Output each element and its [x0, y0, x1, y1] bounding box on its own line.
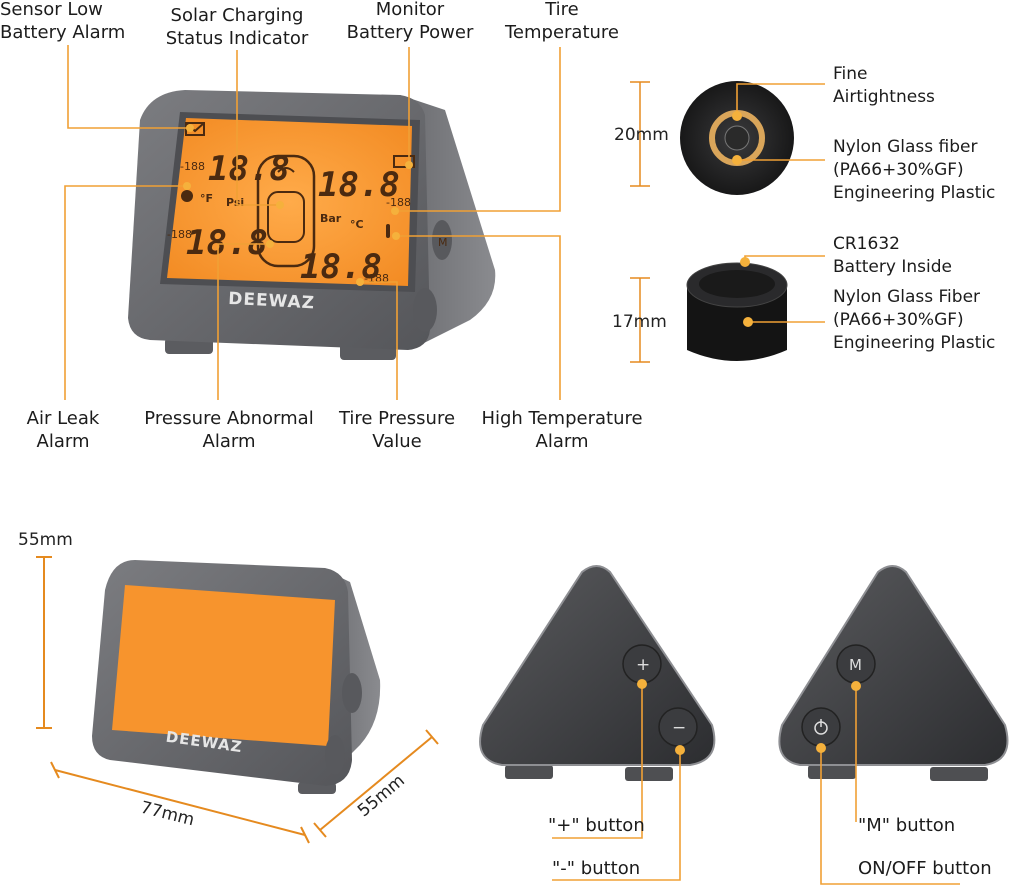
- lcd-digits-rl: 18.8: [186, 223, 268, 263]
- lcd-small-1: -188: [180, 160, 205, 173]
- plus-glyph: +: [636, 655, 650, 675]
- label-monitor-battery: Monitor Battery Power: [346, 0, 474, 43]
- callout-dots: [183, 111, 861, 755]
- lcd-small-2: -188: [386, 196, 411, 209]
- label-material-side: Nylon Glass Fiber (PA66+30%GF) Engineeri…: [833, 287, 996, 353]
- side-view-plus-minus: + −: [479, 565, 716, 781]
- label-material-top: Nylon Glass fiber (PA66+30%GF) Engineeri…: [833, 137, 996, 203]
- lcd-unit-bar: Bar: [320, 212, 342, 225]
- side-m-glyph: M: [438, 236, 448, 249]
- label-onoff-button: ON/OFF button: [858, 858, 992, 879]
- side-view-m-onoff: M: [778, 565, 1009, 781]
- label-air-leak: Air Leak Alarm: [26, 408, 100, 452]
- m-glyph: M: [849, 656, 862, 674]
- label-m-button: "M" button: [858, 815, 956, 836]
- label-tire-pressure-value: Tire Pressure Value: [338, 408, 456, 452]
- lcd-unit-psi: Psi: [226, 196, 244, 209]
- brand-logo: DEEWAZ: [228, 289, 316, 314]
- monitor-device-dimension-view: DEEWAZ: [92, 560, 381, 794]
- label-fine-airtightness: Fine Airtightness: [833, 64, 935, 107]
- label-sensor-low-battery: Sensor Low Battery Alarm: [0, 0, 126, 43]
- sensor-top-height: 20mm: [614, 125, 669, 145]
- dimension-height: 55mm: [18, 530, 73, 550]
- lcd-small-3: -188: [167, 228, 192, 241]
- lcd-unit-c: °C: [350, 218, 364, 231]
- callout-lines: [64, 45, 960, 885]
- label-pressure-abnormal: Pressure Abnormal Alarm: [144, 408, 314, 452]
- lcd-content: 18.8 18.8 18.8 18.8 -188 -188 -188 -188 …: [167, 122, 415, 287]
- label-tire-temperature: Tire Temperature: [504, 0, 620, 43]
- minus-glyph: −: [672, 718, 686, 738]
- label-high-temperature: High Temperature Alarm: [481, 408, 643, 452]
- label-solar-charging: Solar Charging Status Indicator: [165, 5, 309, 49]
- label-battery: CR1632 Battery Inside: [833, 234, 952, 277]
- dimension-lines: [36, 81, 650, 844]
- sensor-side-height: 17mm: [612, 312, 667, 332]
- label-minus-button: "-" button: [552, 858, 641, 879]
- label-plus-button: "+" button: [548, 815, 645, 836]
- sensor-side-view: [686, 262, 788, 361]
- lcd-digits-fr: 18.8: [318, 165, 400, 205]
- lcd-small-4: -188: [364, 272, 389, 285]
- monitor-device-main: M DEEWAZ 18.8 18.8 18.8 18.8 -188 -188 -…: [128, 90, 496, 360]
- lcd-unit-f: °F: [200, 192, 213, 205]
